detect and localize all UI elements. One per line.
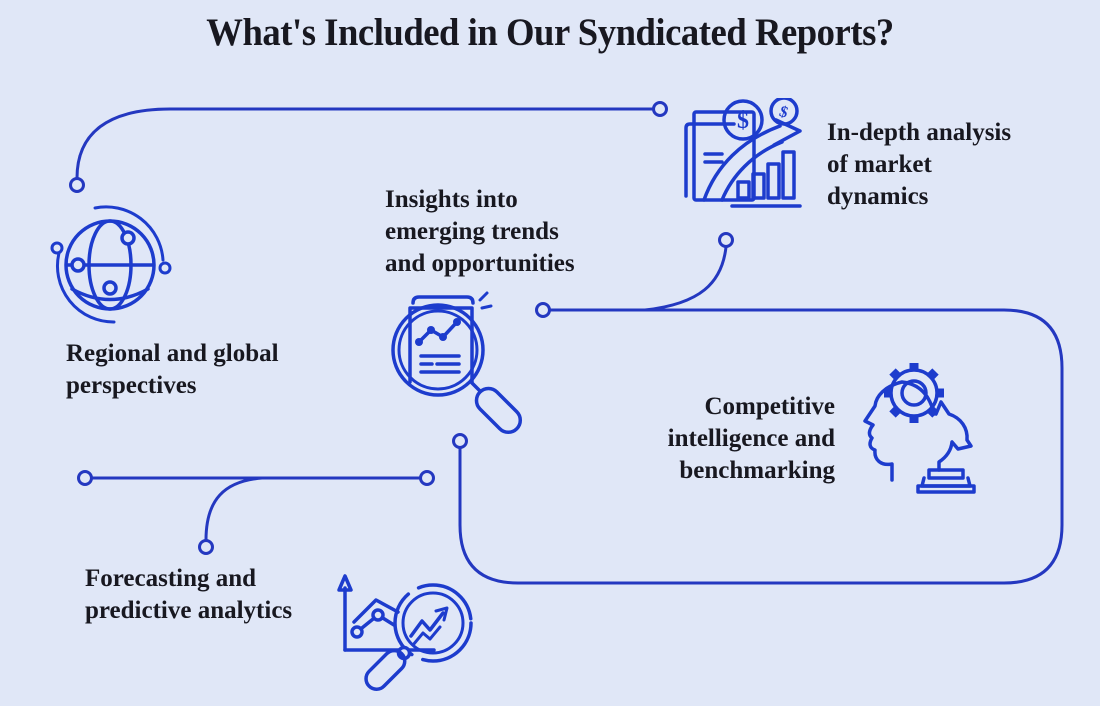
item-label-indepth: In-depth analysis of market dynamics bbox=[827, 119, 1012, 210]
magnifier-document-icon bbox=[391, 291, 523, 435]
node-dot bbox=[198, 539, 214, 555]
node-dot bbox=[77, 470, 93, 486]
node-dot bbox=[718, 232, 734, 248]
node-dot bbox=[535, 302, 551, 318]
connector-bottom-left bbox=[77, 470, 435, 555]
money-growth-chart-icon: $ $ bbox=[684, 98, 802, 208]
node-dot bbox=[419, 470, 435, 486]
globe-network-icon bbox=[50, 205, 172, 324]
node-dot bbox=[652, 101, 668, 117]
dollar-symbol: $ bbox=[737, 108, 749, 134]
item-label-regional: Regional and global perspectives bbox=[66, 340, 279, 399]
forecast-magnifier-chart-icon bbox=[337, 574, 473, 691]
strategy-head-knight-icon bbox=[863, 363, 976, 494]
item-label-insights: Insights into emerging trends and opport… bbox=[385, 186, 575, 277]
page-title: What's Included in Our Syndicated Report… bbox=[206, 11, 894, 54]
node-dot bbox=[452, 433, 468, 449]
item-label-forecasting: Forecasting and predictive analytics bbox=[85, 565, 293, 624]
connector-top-left bbox=[69, 101, 668, 193]
item-label-competitive: Competitive intelligence and benchmarkin… bbox=[667, 393, 835, 484]
dollar-symbol: $ bbox=[777, 103, 790, 122]
connector-right-loop bbox=[452, 232, 1064, 585]
node-dot bbox=[69, 177, 85, 193]
